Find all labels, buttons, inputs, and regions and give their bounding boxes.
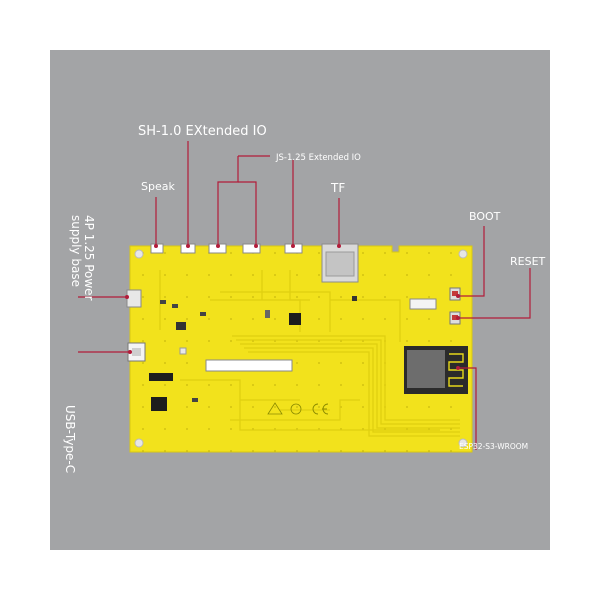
fpc-connector: [409, 298, 437, 310]
label-boot: BOOT: [469, 210, 501, 223]
mounting-hole: [134, 438, 144, 448]
speaker-connector: [150, 243, 164, 254]
label-power-supply-base: 4P 1.25 Power supply base: [69, 215, 96, 301]
mounting-hole: [458, 249, 468, 259]
mosfet: [151, 397, 167, 411]
mounting-hole: [134, 249, 144, 259]
label-reset: RESET: [510, 255, 546, 268]
sop-ic: [149, 373, 173, 381]
smd-part: [192, 398, 198, 402]
usb-c-port-inner: [132, 348, 141, 356]
transistor: [176, 322, 186, 330]
mounting-hole: [458, 438, 468, 448]
label-power-line2: supply base: [69, 215, 83, 287]
callout-lines: [78, 141, 531, 450]
label-speak: Speak: [141, 180, 175, 193]
smd-part: [160, 300, 166, 304]
label-usb-type-c: USB-Type-C: [63, 405, 77, 473]
boot-button-cap: [452, 291, 458, 296]
antenna-trace: [448, 353, 464, 387]
smd-part: [200, 312, 206, 316]
label-sh-extended-io: SH-1.0 EXtended IO: [138, 124, 267, 139]
fpc-display-connector: [205, 359, 293, 372]
smd-part: [179, 347, 187, 355]
tf-card-slot-inner: [325, 251, 355, 277]
smd-part: [265, 310, 270, 318]
ic-chip: [289, 313, 301, 325]
ce-mark: [312, 403, 329, 415]
reset-button-cap: [452, 315, 458, 320]
label-esp32-module: ESP32-S3-WROOM: [459, 442, 528, 451]
smd-part: [352, 296, 357, 301]
top-connector-row: [150, 243, 359, 283]
label-power-line1: 4P 1.25 Power: [82, 215, 96, 301]
pcb-board: [126, 243, 473, 453]
smd-part: [172, 304, 178, 308]
module-shield: [407, 350, 445, 388]
certification-symbol: [290, 403, 302, 415]
label-tf: TF: [330, 181, 345, 195]
warning-symbol: [267, 402, 283, 415]
label-js-extended-io: JS-1.25 Extended IO: [275, 153, 361, 163]
js-connector-2: [242, 243, 261, 254]
label-usb: USB-Type-C: [63, 405, 77, 473]
power-connector: [126, 289, 142, 308]
